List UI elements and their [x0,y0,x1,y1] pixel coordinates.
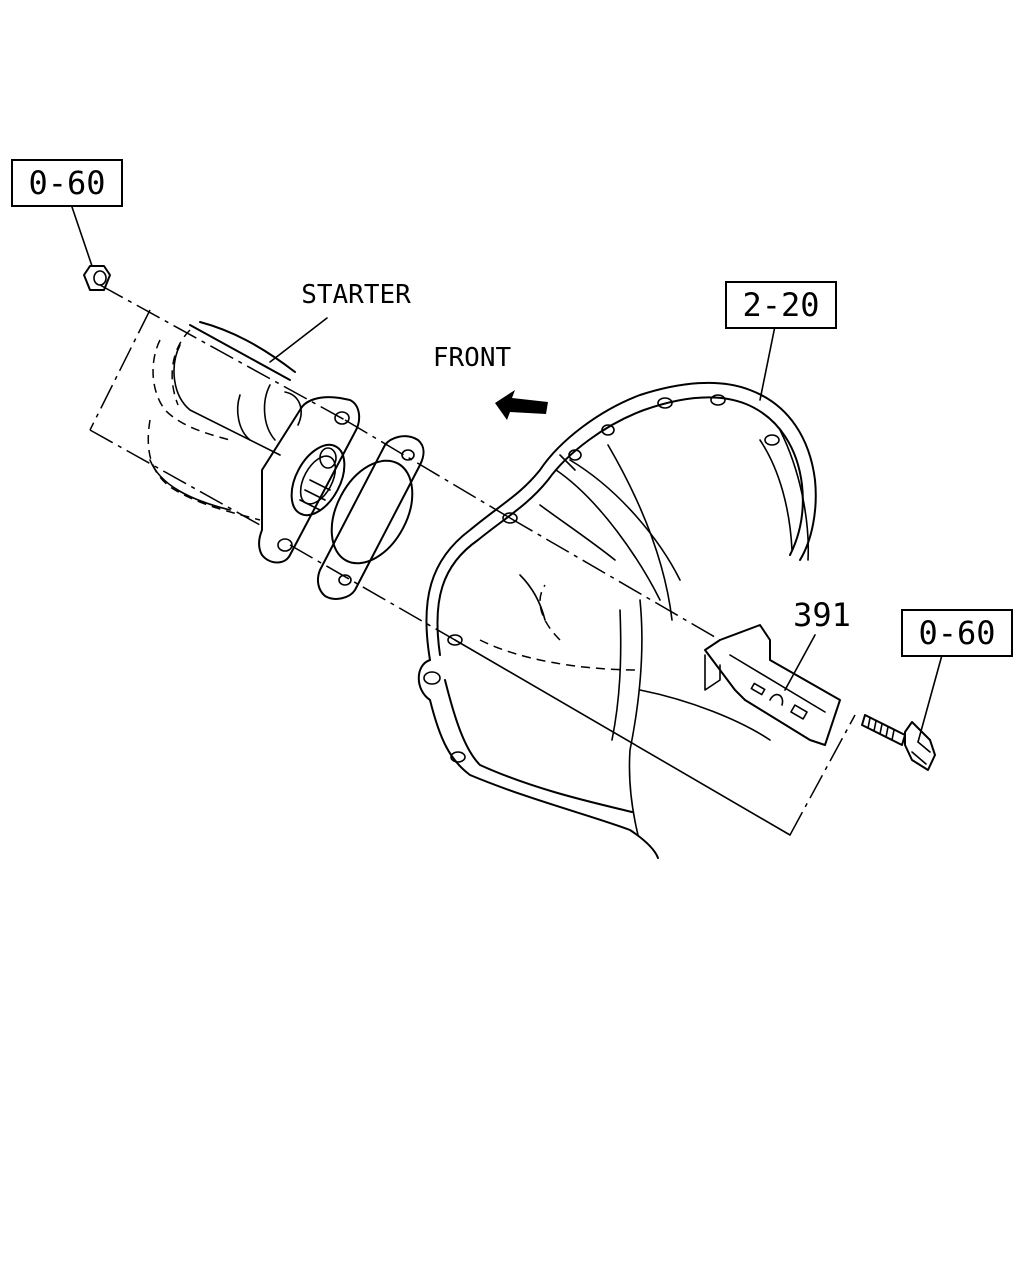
callout-ref-right: 0-60 [901,609,1013,657]
callout-ref-top-left: 0-60 [11,159,123,207]
starter-label: STARTER [301,280,411,310]
ref-right-text: 0-60 [918,614,995,652]
front-arrow-icon [495,390,548,420]
clutch-housing [417,381,817,859]
assembly-axis-lines [99,284,856,836]
flange-nut [83,265,111,291]
ref-top-left-text: 0-60 [28,164,105,202]
callout-ref-top-right: 2-20 [725,281,837,329]
leader-lines [71,206,943,743]
starter-motor [89,309,361,564]
front-label: FRONT [433,343,512,373]
ref-top-right-text: 2-20 [742,286,819,324]
part-number-391: 391 [793,596,851,634]
bracket-391 [704,624,841,746]
flange-bolt [861,714,936,771]
starter-gasket [316,435,425,600]
